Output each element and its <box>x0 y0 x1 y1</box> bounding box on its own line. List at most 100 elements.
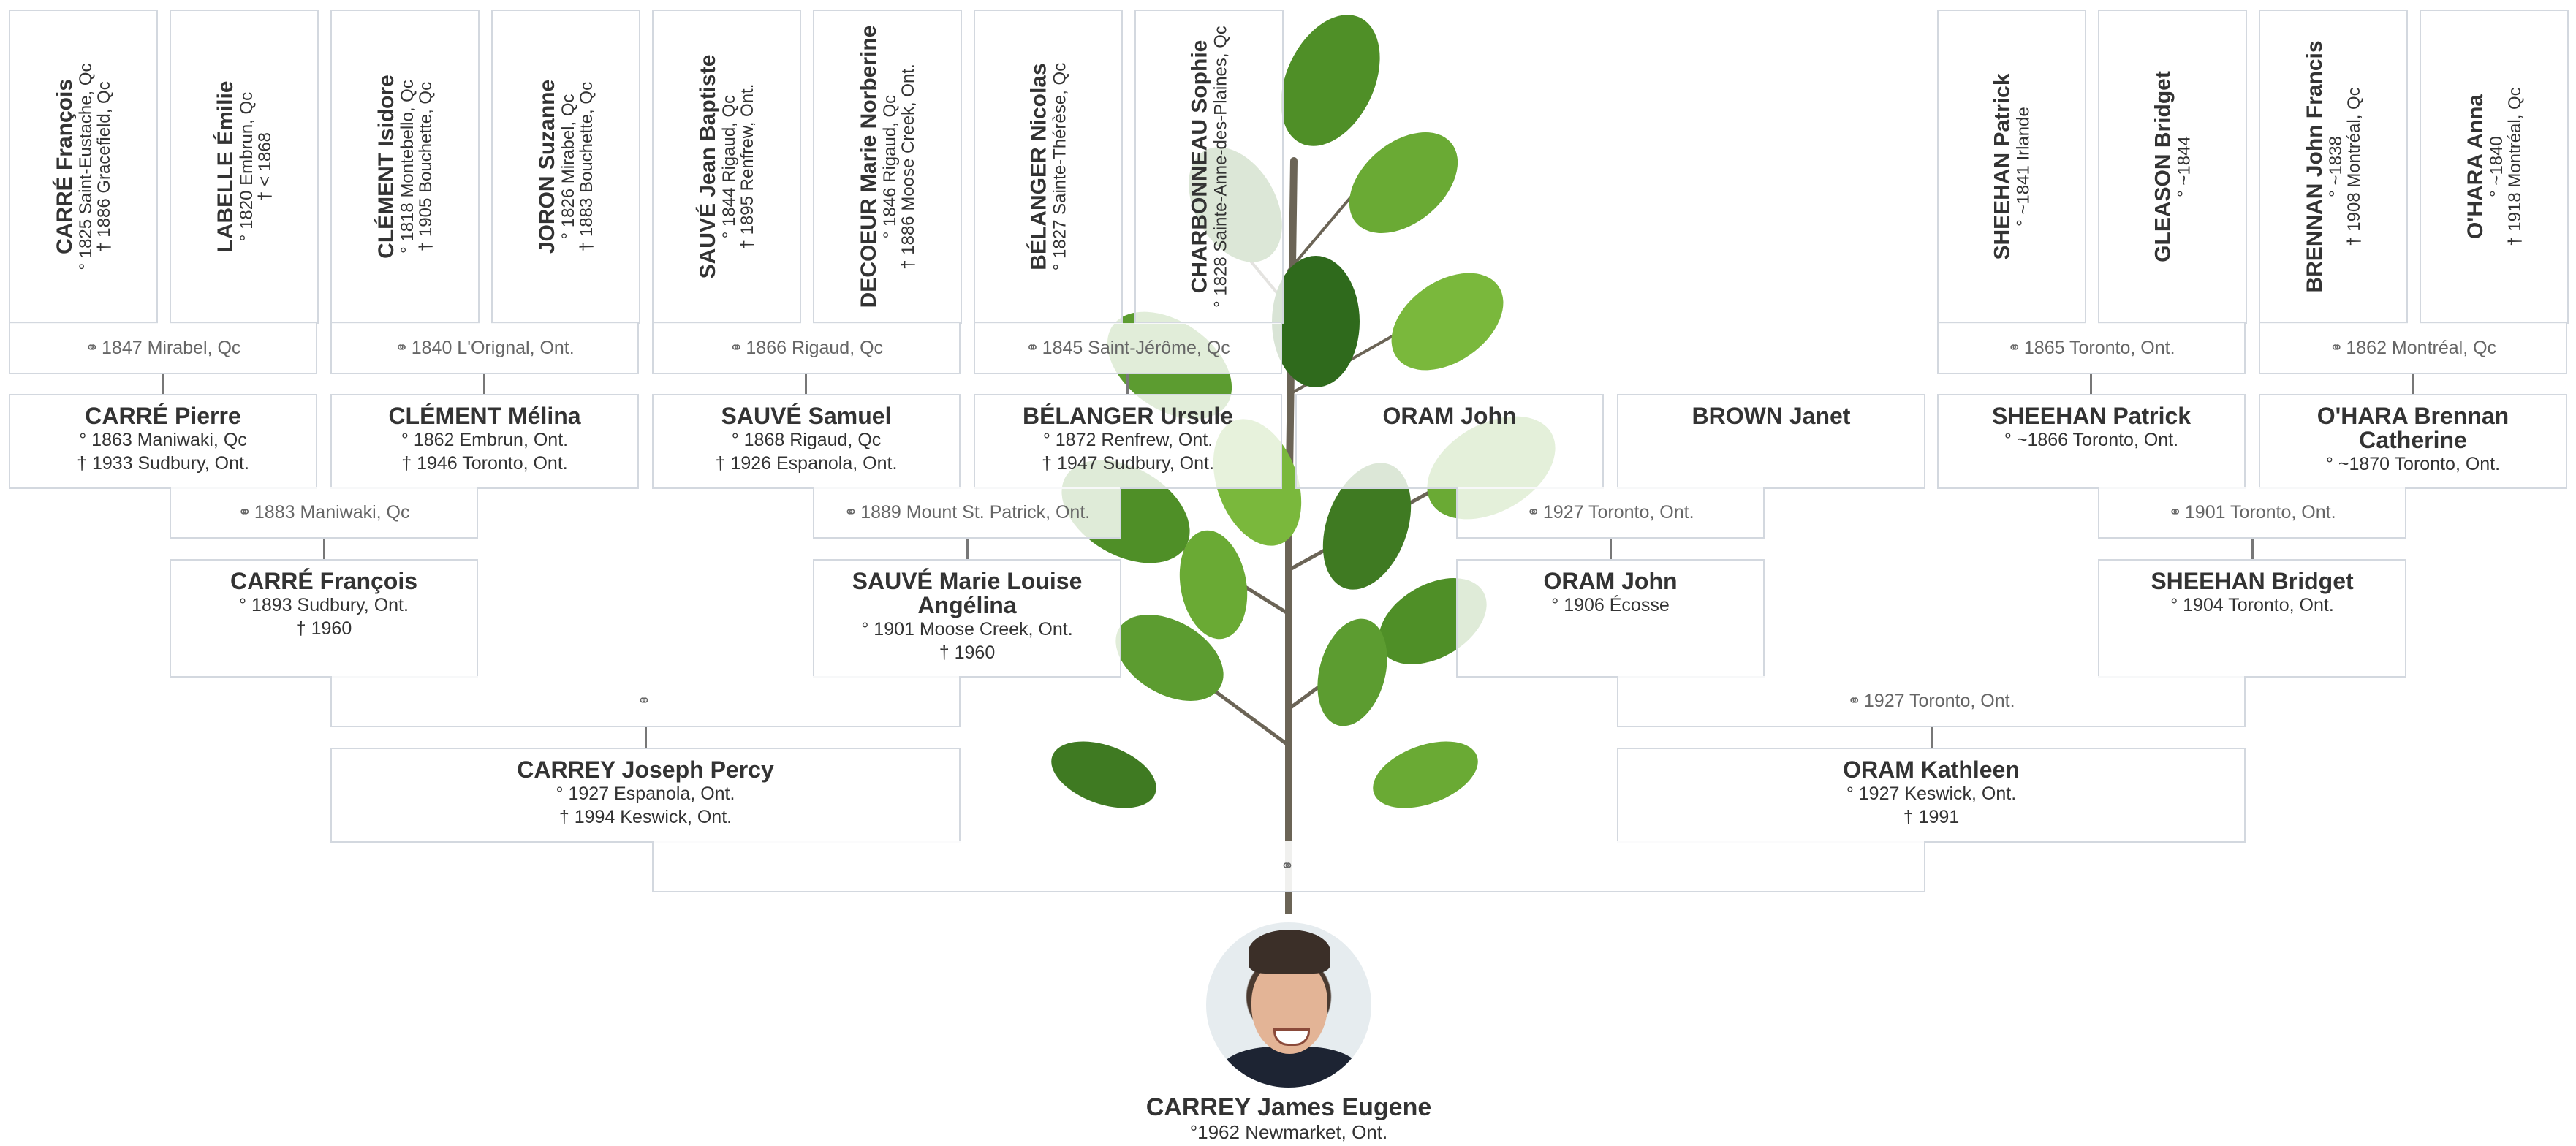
person-card[interactable]: SHEEHAN Patrick° ~1866 Toronto, Ont. <box>1937 394 2246 489</box>
person-card[interactable]: CLÉMENT Isidore° 1818 Montebello, Qc† 19… <box>330 10 480 324</box>
marriage-text: 1865 Toronto, Ont. <box>2023 337 2175 358</box>
subject-photo[interactable] <box>1206 922 1371 1088</box>
person-name: CLÉMENT Isidore <box>374 75 399 259</box>
marriage-box: ⚭1883 Maniwaki, Qc <box>170 487 478 539</box>
person-death: † 1886 Gracefield, Qc <box>94 81 114 252</box>
person-death: † 1883 Bouchette, Qc <box>576 81 596 252</box>
person-card[interactable]: O'HARA Anna° ~1840† 1918 Montréal, Qc <box>2420 10 2569 324</box>
person-card[interactable]: ORAM John° 1906 Écosse <box>1456 559 1765 678</box>
marriage-box: ⚭1927 Toronto, Ont. <box>1617 676 2246 727</box>
person-card-text: DECOEUR Marie Norberine° 1846 Rigaud, Qc… <box>857 26 918 308</box>
person-death: † 1895 Renfrew, Ont. <box>737 83 757 250</box>
person-birth: ° 1825 Saint-Eustache, Qc <box>75 63 96 270</box>
person-card-text: CHARBONNEAU Sophie° 1828 Sainte-Anne-des… <box>1188 26 1231 308</box>
marriage-rings-icon: ⚭ <box>238 503 251 521</box>
person-card-text: JORON Suzanne° 1826 Mirabel, Qc† 1883 Bo… <box>535 79 596 254</box>
person-death: † 1933 Sudbury, Ont. <box>77 453 249 474</box>
person-card-text: CARRÉ François° 1825 Saint-Eustache, Qc†… <box>53 63 114 270</box>
person-card[interactable]: GLEASON Bridget° ~1844 <box>2098 10 2247 324</box>
subject-person[interactable]: CARREY James Eugene °1962 Newmarket, Ont… <box>1096 922 1481 1143</box>
marriage-rings-icon: ⚭ <box>1526 503 1539 521</box>
person-name: BROWN Janet <box>1692 403 1851 429</box>
person-name: SHEEHAN Bridget <box>2151 568 2354 594</box>
person-name: GLEASON Bridget <box>2151 71 2175 262</box>
person-card-text: BÉLANGER Nicolas° 1827 Sainte-Thérèse, Q… <box>1026 63 1070 270</box>
person-name: ORAM John <box>1543 568 1678 594</box>
person-card-text: GLEASON Bridget° ~1844 <box>2151 71 2194 262</box>
person-card-text: CLÉMENT Isidore° 1818 Montebello, Qc† 19… <box>374 75 436 259</box>
person-name: CLÉMENT Mélina <box>388 403 581 429</box>
marriage-box: ⚭1862 Montréal, Qc <box>2259 323 2567 374</box>
person-card[interactable]: CHARBONNEAU Sophie° 1828 Sainte-Anne-des… <box>1134 10 1284 324</box>
connector-line <box>483 374 485 394</box>
person-name: SAUVÉ Jean Baptiste <box>696 54 721 279</box>
person-card[interactable]: BRENNAN John Francis° ~1838† 1908 Montré… <box>2259 10 2408 324</box>
connector-line <box>1126 374 1129 394</box>
marriage-text: 1901 Toronto, Ont. <box>2184 501 2336 523</box>
person-birth: ° ~1840 <box>2486 136 2507 197</box>
person-card[interactable]: ORAM Kathleen° 1927 Keswick, Ont.† 1991 <box>1617 748 2246 843</box>
marriage-box: ⚭1901 Toronto, Ont. <box>2098 487 2406 539</box>
person-card[interactable]: LABELLE Émilie° 1820 Embrun, Qc† < 1868 <box>170 10 319 324</box>
person-card[interactable]: SAUVÉ Samuel° 1868 Rigaud, Qc† 1926 Espa… <box>652 394 961 489</box>
person-birth: ° 1901 Moose Creek, Ont. <box>861 619 1073 640</box>
marriage-box: ⚭1840 L'Orignal, Ont. <box>330 323 639 374</box>
marriage-box: ⚭1889 Mount St. Patrick, Ont. <box>813 487 1121 539</box>
person-name: JORON Suzanne <box>535 79 560 254</box>
person-birth: ° 1927 Espanola, Ont. <box>556 783 735 804</box>
marriage-rings-icon: ⚭ <box>2168 503 2181 521</box>
person-birth: ° 1826 Mirabel, Qc <box>558 94 578 240</box>
person-card[interactable]: SHEEHAN Bridget° 1904 Toronto, Ont. <box>2098 559 2406 678</box>
person-name: O'HARA Anna <box>2463 94 2488 240</box>
person-birth: ° ~1866 Toronto, Ont. <box>2004 430 2179 450</box>
person-birth: ° 1906 Écosse <box>1551 595 1670 615</box>
person-card[interactable]: ORAM John <box>1295 394 1604 489</box>
marriage-rings-icon: ⚭ <box>395 338 408 357</box>
person-card[interactable]: CARRÉ Pierre° 1863 Maniwaki, Qc† 1933 Su… <box>9 394 317 489</box>
person-card-text: LABELLE Émilie° 1820 Embrun, Qc† < 1868 <box>213 80 275 252</box>
marriage-rings-icon: ⚭ <box>1280 857 1294 875</box>
person-card[interactable]: CARREY Joseph Percy° 1927 Espanola, Ont.… <box>330 748 961 843</box>
person-card[interactable]: BÉLANGER Nicolas° 1827 Sainte-Thérèse, Q… <box>974 10 1123 324</box>
person-card[interactable]: DECOEUR Marie Norberine° 1846 Rigaud, Qc… <box>813 10 962 324</box>
marriage-box: ⚭1845 Saint-Jérôme, Qc <box>974 323 1282 374</box>
person-card[interactable]: BROWN Janet <box>1617 394 1925 489</box>
person-death: † 1947 Sudbury, Ont. <box>1042 453 1214 474</box>
person-birth: ° 1828 Sainte-Anne-des-Plaines, Qc <box>1211 26 1231 308</box>
person-card[interactable]: CARRÉ François° 1893 Sudbury, Ont.† 1960 <box>170 559 478 678</box>
connector-line <box>2090 374 2092 394</box>
person-card-text: O'HARA Anna° ~1840† 1918 Montréal, Qc <box>2463 87 2525 246</box>
marriage-rings-icon: ⚭ <box>637 691 651 710</box>
person-card[interactable]: SHEEHAN Patrick° ~1841 Irlande <box>1937 10 2086 324</box>
person-card[interactable]: JORON Suzanne° 1826 Mirabel, Qc† 1883 Bo… <box>491 10 640 324</box>
person-death: † 1991 <box>1903 807 1960 827</box>
marriage-text: 1847 Mirabel, Qc <box>102 337 241 358</box>
person-card[interactable]: SAUVÉ Marie Louise Angélina° 1901 Moose … <box>813 559 1121 678</box>
connector-line <box>1931 727 1933 748</box>
person-name: CARRÉ François <box>230 568 418 594</box>
marriage-text: 1866 Rigaud, Qc <box>746 337 884 358</box>
person-card[interactable]: BÉLANGER Ursule° 1872 Renfrew, Ont.† 194… <box>974 394 1282 489</box>
person-birth: ° 1868 Rigaud, Qc <box>731 430 882 450</box>
person-name: SHEEHAN Patrick <box>1990 73 2015 260</box>
person-name: SAUVÉ Samuel <box>721 403 892 429</box>
person-name: SAUVÉ Marie Louise Angélina <box>852 568 1083 618</box>
person-name: O'HARA Brennan Catherine <box>2316 403 2509 453</box>
marriage-box: ⚭1847 Mirabel, Qc <box>9 323 317 374</box>
person-name: BÉLANGER Nicolas <box>1026 63 1051 270</box>
person-birth: ° ~1838 <box>2325 136 2346 197</box>
person-birth: ° 1872 Renfrew, Ont. <box>1042 430 1213 450</box>
marriage-text: 1840 L'Orignal, Ont. <box>411 337 575 358</box>
person-card[interactable]: CARRÉ François° 1825 Saint-Eustache, Qc†… <box>9 10 158 324</box>
person-death: † 1960 <box>939 642 996 663</box>
marriage-text: 1927 Toronto, Ont. <box>1542 501 1694 523</box>
person-card[interactable]: CLÉMENT Mélina° 1862 Embrun, Ont.† 1946 … <box>330 394 639 489</box>
person-birth: ° 1846 Rigaud, Qc <box>879 94 900 239</box>
subject-birth: °1962 Newmarket, Ont. <box>1189 1121 1388 1143</box>
person-birth: ° 1863 Maniwaki, Qc <box>79 430 247 450</box>
person-death: † 1918 Montréal, Qc <box>2504 87 2525 246</box>
person-name: CARRÉ François <box>53 78 77 255</box>
person-card[interactable]: SAUVÉ Jean Baptiste° 1844 Rigaud, Qc† 18… <box>652 10 801 324</box>
person-card[interactable]: O'HARA Brennan Catherine° ~1870 Toronto,… <box>2259 394 2567 489</box>
marriage-text: 1889 Mount St. Patrick, Ont. <box>860 501 1091 523</box>
